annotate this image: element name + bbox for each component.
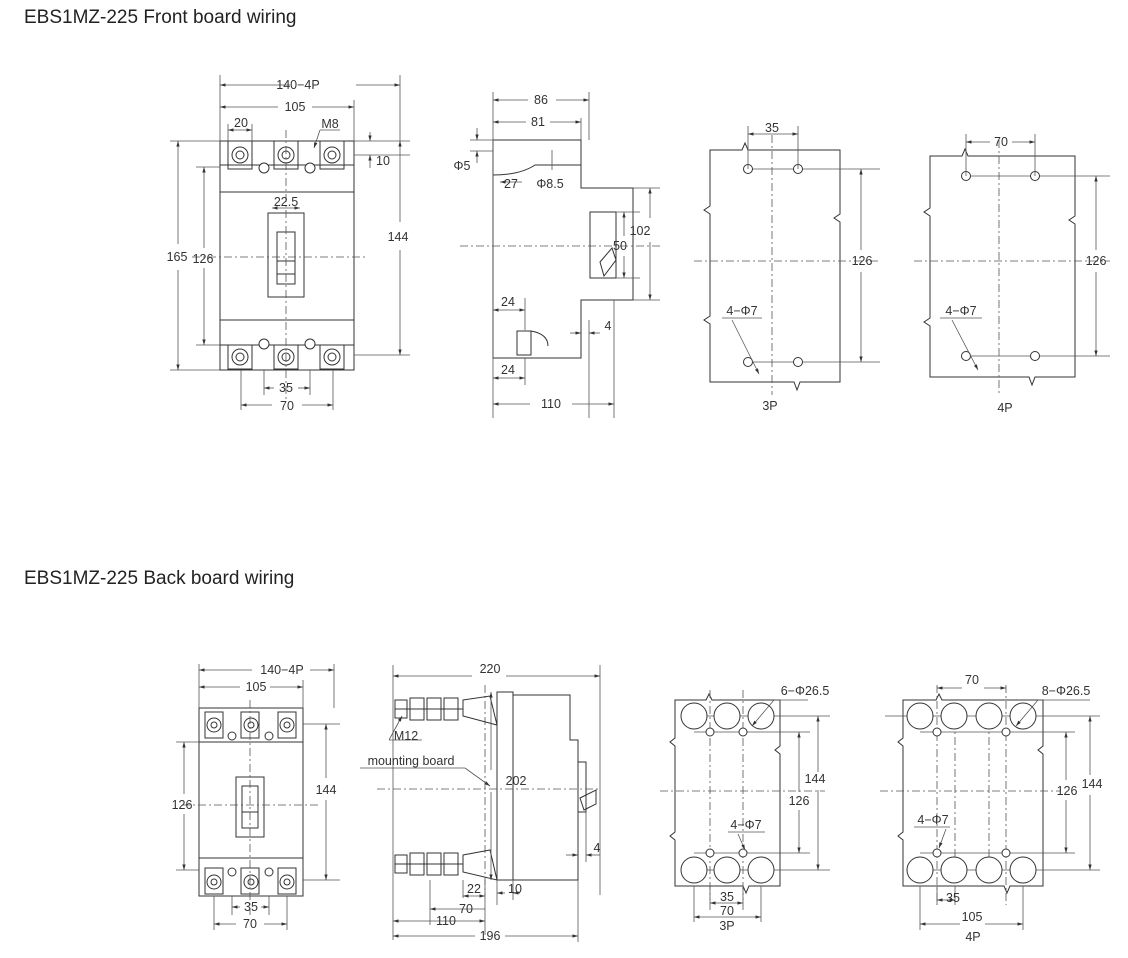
back-4p-small-holes: 4−Φ7: [917, 813, 948, 827]
front-view-dim-10: 10: [376, 154, 390, 168]
back-4p-height-144: 144: [1082, 777, 1103, 791]
side-view-dim-24-top: 24: [501, 295, 515, 309]
back-view-spacing-35: 35: [244, 900, 258, 914]
front-view-width-140: 140−4P: [276, 78, 319, 92]
back-view-spacing-70: 70: [243, 917, 257, 931]
back-side-dim-70: 70: [459, 902, 473, 916]
front-3p-template: [694, 126, 880, 395]
side-view-depth-86: 86: [534, 93, 548, 107]
front-view-spacing-70: 70: [280, 399, 294, 413]
side-view-outline: [460, 139, 660, 359]
back-3p-height-144: 144: [805, 772, 826, 786]
back-side-outline: [377, 685, 600, 895]
back-side-mounting-board-label: mounting board: [368, 754, 455, 768]
back-view-height-144: 144: [316, 783, 337, 797]
back-side-dim-22: 22: [467, 882, 481, 896]
side-view-depth-110: 110: [541, 397, 561, 411]
back-side-dim-196: 196: [480, 929, 501, 943]
back-side-depth-220: 220: [480, 662, 501, 676]
side-view-height-102: 102: [630, 224, 651, 238]
back-4p-spacing-35: 35: [946, 891, 960, 905]
back-3p-height-126: 126: [789, 794, 810, 808]
front-4p-holes: 4−Φ7: [945, 304, 976, 318]
back-side-thread-m12: M12: [394, 729, 418, 743]
side-view-phi-8-5: Φ8.5: [536, 177, 563, 191]
front-view-height-165: 165: [167, 250, 188, 264]
back-4p-spacing-70: 70: [965, 673, 979, 687]
front-view-thread-m8: M8: [321, 117, 338, 131]
front-3p-spacing-35: 35: [765, 121, 779, 135]
back-side-height-202: 202: [506, 774, 527, 788]
back-view-width-105: 105: [246, 680, 267, 694]
front-3p-label: 3P: [762, 399, 777, 413]
back-3p-spacing-35: 35: [720, 890, 734, 904]
front-view-height-126: 126: [193, 252, 214, 266]
front-3p-height-126: 126: [852, 254, 873, 268]
front-wiring-title: EBS1MZ-225 Front board wiring: [24, 7, 297, 28]
front-view-width-105: 105: [285, 100, 306, 114]
front-4p-template: [914, 134, 1110, 395]
side-view-dim-4: 4: [605, 319, 612, 333]
back-4p-spacing-105: 105: [962, 910, 983, 924]
back-side-dimensions: [360, 665, 601, 942]
side-view-dim-24-bottom: 24: [501, 363, 515, 377]
back-view-width-140: 140−4P: [260, 663, 303, 677]
back-view-outline: [182, 700, 320, 915]
back-view-dimensions: [176, 664, 340, 930]
back-3p-small-holes: 4−Φ7: [730, 818, 761, 832]
back-3p-label: 3P: [719, 919, 734, 933]
front-4p-label: 4P: [997, 401, 1012, 415]
front-4p-height-126: 126: [1086, 254, 1107, 268]
back-3p-template: [660, 690, 830, 922]
front-view-spacing-35: 35: [279, 381, 293, 395]
front-view-height-144: 144: [388, 230, 409, 244]
back-view-height-126: 126: [172, 798, 193, 812]
front-3p-holes: 4−Φ7: [726, 304, 757, 318]
back-4p-big-holes: 8−Φ26.5: [1042, 684, 1091, 698]
back-4p-label: 4P: [965, 930, 980, 944]
side-view-phi-5: Φ5: [454, 159, 471, 173]
front-view-dimensions: [170, 75, 410, 410]
back-side-dim-4: 4: [594, 841, 601, 855]
back-wiring-title: EBS1MZ-225 Back board wiring: [24, 568, 295, 589]
back-side-dim-10: 10: [508, 882, 522, 896]
front-view-outline: [192, 130, 368, 400]
back-3p-big-holes: 6−Φ26.5: [781, 684, 830, 698]
side-view-depth-81: 81: [531, 115, 545, 129]
side-view-height-50: 50: [613, 239, 627, 253]
back-3p-spacing-70: 70: [720, 904, 734, 918]
side-view-dim-27: 27: [504, 177, 518, 191]
front-4p-spacing-70: 70: [994, 135, 1008, 149]
front-view-handle-22-5: 22.5: [274, 195, 298, 209]
back-4p-height-126: 126: [1057, 784, 1078, 798]
front-view-terminal-20: 20: [234, 116, 248, 130]
side-view-dimensions: [470, 92, 660, 418]
back-side-dim-110: 110: [436, 914, 456, 928]
back-4p-template: [880, 685, 1100, 930]
